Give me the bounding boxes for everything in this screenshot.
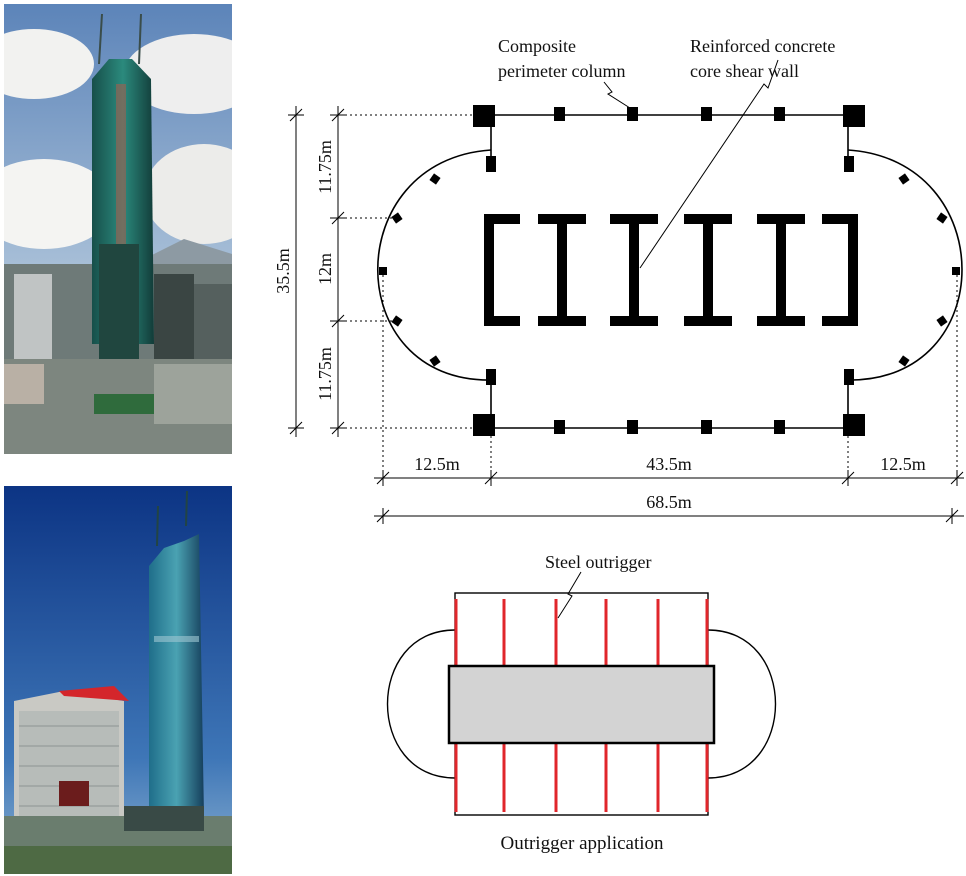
dim-width-right: 12.5m xyxy=(880,454,926,474)
composite-column-label: Composite xyxy=(498,36,576,56)
outrigger-right-end xyxy=(707,629,777,779)
perimeter-column xyxy=(627,107,638,121)
i-wall xyxy=(538,214,586,326)
core-shear-walls xyxy=(484,214,858,326)
extension-lines xyxy=(340,114,958,470)
dim-total-width: 68.5m xyxy=(646,492,692,512)
perimeter-column xyxy=(486,156,496,172)
corner-column xyxy=(843,414,865,436)
floor-plan xyxy=(377,114,963,429)
corner-column xyxy=(473,105,495,127)
steel-outrigger-label: Steel outrigger xyxy=(545,552,651,572)
curve-column xyxy=(379,267,387,275)
core-wall-label-line2: core shear wall xyxy=(690,61,799,81)
core-block xyxy=(447,664,716,745)
outrigger-leader xyxy=(557,571,582,619)
curve-column xyxy=(936,212,948,224)
perimeter-column xyxy=(554,107,565,121)
perimeter-column xyxy=(486,369,496,385)
dim-depth-top: 11.75m xyxy=(315,140,335,194)
dim-width-middle: 43.5m xyxy=(646,454,692,474)
perimeter-column xyxy=(701,420,712,434)
curve-column xyxy=(391,212,403,224)
tower-photo-top xyxy=(4,4,232,454)
perimeter-column xyxy=(627,420,638,434)
left-curved-end xyxy=(377,149,492,381)
perimeter-column xyxy=(844,156,854,172)
curve-column xyxy=(952,267,960,275)
outrigger-diagram xyxy=(386,571,777,816)
curve-column xyxy=(936,315,948,327)
right-curved-end xyxy=(847,149,963,381)
dimension-lines xyxy=(288,106,964,524)
curve-column xyxy=(391,315,403,327)
leader-lines xyxy=(603,59,779,269)
i-wall xyxy=(684,214,732,326)
tower-photo-bottom xyxy=(4,486,232,874)
i-wall xyxy=(610,214,658,326)
dim-depth-bottom: 11.75m xyxy=(315,347,335,401)
perimeter-column xyxy=(701,107,712,121)
outrigger-application-label: Outrigger application xyxy=(500,833,664,854)
outrigger-left-end xyxy=(386,629,456,779)
i-wall xyxy=(757,214,805,326)
composite-perimeter-columns xyxy=(379,105,960,436)
curve-column xyxy=(429,355,441,367)
curve-column xyxy=(898,355,910,367)
perimeter-column xyxy=(774,107,785,121)
core-wall-label: Reinforced concrete xyxy=(690,36,835,56)
corner-column xyxy=(843,105,865,127)
curve-column xyxy=(429,173,441,185)
perimeter-column xyxy=(774,420,785,434)
perimeter-column xyxy=(554,420,565,434)
composite-column-label-line2: perimeter column xyxy=(498,61,625,81)
dim-width-left: 12.5m xyxy=(414,454,460,474)
dim-depth-middle: 12m xyxy=(315,253,335,285)
corner-column xyxy=(473,414,495,436)
perimeter-column xyxy=(844,369,854,385)
curve-column xyxy=(898,173,910,185)
dim-total-depth: 35.5m xyxy=(273,248,293,294)
